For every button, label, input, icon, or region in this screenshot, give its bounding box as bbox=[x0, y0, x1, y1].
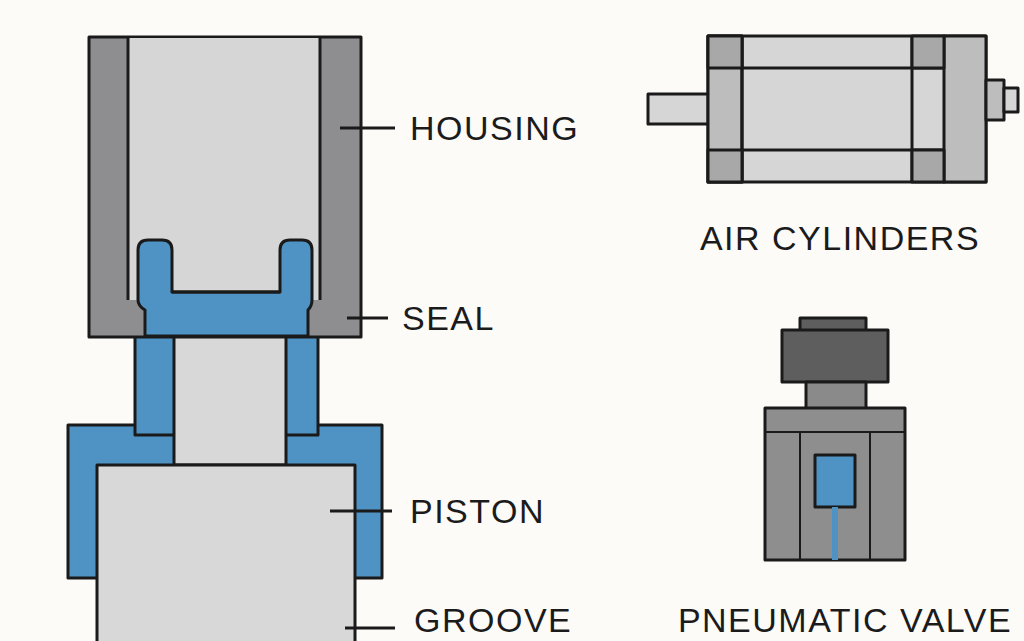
component-label: AIR CYLINDERS bbox=[700, 221, 980, 255]
stem-core bbox=[174, 335, 286, 465]
seal-cup bbox=[172, 291, 280, 294]
seal bbox=[138, 240, 312, 336]
part-label: SEAL bbox=[402, 301, 495, 335]
air-cylinder bbox=[648, 36, 1018, 182]
part-label: GROOVE bbox=[414, 603, 572, 637]
piston bbox=[97, 465, 355, 641]
pneumatic-valve bbox=[765, 318, 905, 560]
leader-lines bbox=[330, 128, 395, 628]
part-label: PISTON bbox=[410, 494, 545, 528]
housing bbox=[89, 37, 361, 337]
component-label: PNEUMATIC VALVE bbox=[678, 603, 1012, 637]
part-label: HOUSING bbox=[410, 111, 579, 145]
